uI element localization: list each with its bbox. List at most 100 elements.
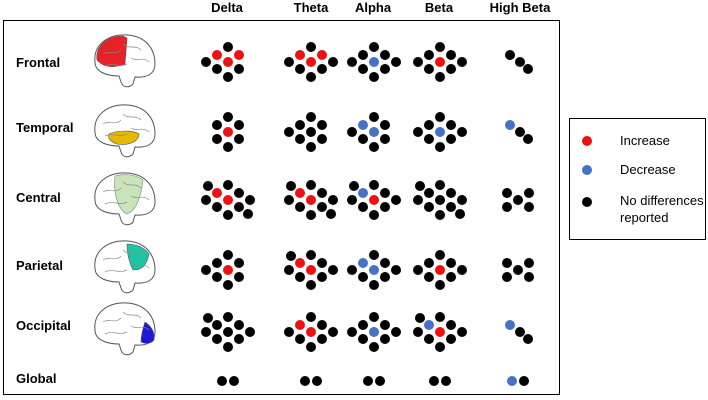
dot-none-frontal-beta: [424, 64, 434, 74]
brain-temporal-lobe-icon: [94, 104, 156, 158]
dot-none-occipital-alpha: [380, 334, 390, 344]
dot-increase-central-delta: [223, 195, 233, 205]
dot-none-central-beta: [415, 181, 425, 191]
legend-increase-swatch: [582, 136, 592, 146]
dot-none-central-delta: [245, 195, 255, 205]
dot-none-central-alpha: [349, 181, 359, 191]
dot-none-central-beta: [457, 195, 467, 205]
dot-none-temporal-delta: [223, 112, 233, 122]
dot-none-frontal-beta: [457, 57, 467, 67]
dot-none-parietal-beta: [435, 280, 445, 290]
dot-none-parietal-beta: [457, 265, 467, 275]
dot-none-occipital-theta: [284, 327, 294, 337]
dot-increase-frontal-delta: [223, 57, 233, 67]
row-label-frontal: Frontal: [16, 55, 61, 70]
column-header-beta: Beta: [424, 0, 454, 15]
dot-none-global-theta: [300, 376, 310, 386]
dot-none-occipital-beta: [435, 312, 445, 322]
dot-none-occipital-theta: [306, 312, 316, 322]
dot-none-central-alpha: [369, 210, 379, 220]
dot-none-occipital-alpha: [358, 334, 368, 344]
dot-none-occipital-theta: [317, 334, 327, 344]
dot-none-global-alpha: [375, 376, 385, 386]
dot-decrease-parietal-alpha: [369, 265, 379, 275]
dot-none-frontal-alpha: [369, 72, 379, 82]
dot-decrease-temporal-high-beta: [505, 120, 515, 130]
dot-none-frontal-alpha: [347, 57, 357, 67]
dot-none-central-alpha: [358, 202, 368, 212]
dot-none-occipital-delta: [234, 320, 244, 330]
dot-increase-frontal-theta: [295, 50, 305, 60]
dot-none-frontal-alpha: [391, 57, 401, 67]
dot-none-central-theta: [306, 210, 316, 220]
row-label-temporal: Temporal: [16, 120, 74, 135]
dot-none-central-alpha: [391, 195, 401, 205]
dot-none-parietal-alpha: [380, 272, 390, 282]
dot-none-temporal-delta: [212, 134, 222, 144]
dot-increase-temporal-delta: [223, 127, 233, 137]
dot-decrease-occipital-high-beta: [505, 320, 515, 330]
dot-none-global-delta: [229, 376, 239, 386]
legend-increase-label: Increase: [620, 133, 670, 148]
dot-none-occipital-beta: [446, 334, 456, 344]
dot-none-global-theta: [312, 376, 322, 386]
dot-none-central-beta: [446, 202, 456, 212]
dot-none-frontal-delta: [201, 57, 211, 67]
dot-none-occipital-delta: [203, 313, 213, 323]
dot-none-frontal-delta: [223, 42, 233, 52]
dot-none-occipital-delta: [223, 342, 233, 352]
dot-none-frontal-theta: [284, 57, 294, 67]
legend: Increase Decrease No differences reporte…: [569, 118, 706, 240]
dot-none-frontal-delta: [234, 64, 244, 74]
dot-none-central-theta: [317, 188, 327, 198]
legend-decrease-swatch: [582, 165, 592, 175]
dot-none-parietal-alpha: [380, 258, 390, 268]
dot-increase-frontal-beta: [435, 57, 445, 67]
dot-none-central-theta: [306, 180, 316, 190]
dot-none-parietal-theta: [306, 250, 316, 260]
dot-none-occipital-delta: [201, 327, 211, 337]
dot-none-central-delta: [212, 202, 222, 212]
dot-increase-parietal-delta: [223, 265, 233, 275]
dot-none-central-alpha: [380, 188, 390, 198]
dot-increase-parietal-theta: [295, 258, 305, 268]
dot-none-central-alpha: [380, 202, 390, 212]
dot-decrease-parietal-alpha: [358, 258, 368, 268]
dot-none-temporal-theta: [284, 127, 294, 137]
dot-none-frontal-beta: [446, 64, 456, 74]
dot-none-occipital-delta: [245, 327, 255, 337]
dot-none-temporal-high-beta: [515, 127, 525, 137]
dot-none-parietal-theta: [328, 265, 338, 275]
dot-none-temporal-alpha: [347, 127, 357, 137]
dot-none-parietal-alpha: [369, 280, 379, 290]
dot-none-temporal-beta: [435, 112, 445, 122]
dot-none-occipital-beta: [413, 327, 423, 337]
dot-none-central-high-beta: [524, 202, 534, 212]
dot-none-parietal-delta: [234, 272, 244, 282]
brain-central-region-icon: [94, 172, 156, 226]
dot-none-parietal-high-beta: [524, 258, 534, 268]
dot-increase-central-theta: [306, 195, 316, 205]
dot-none-parietal-beta: [446, 272, 456, 282]
dot-none-occipital-alpha: [369, 342, 379, 352]
dot-none-parietal-delta: [212, 258, 222, 268]
brain-parietal-lobe-icon: [94, 240, 156, 294]
dot-none-temporal-beta: [446, 134, 456, 144]
findings-panel: [3, 20, 560, 395]
dot-none-frontal-theta: [306, 72, 316, 82]
dot-none-frontal-delta: [223, 72, 233, 82]
dot-none-parietal-theta: [317, 272, 327, 282]
dot-none-frontal-high-beta: [523, 64, 533, 74]
dot-none-temporal-beta: [446, 120, 456, 130]
dot-decrease-global-high-beta: [507, 376, 517, 386]
dot-increase-frontal-theta: [306, 57, 316, 67]
dot-decrease-temporal-beta: [435, 127, 445, 137]
dot-none-temporal-beta: [457, 127, 467, 137]
dot-none-occipital-delta: [223, 312, 233, 322]
dot-none-occipital-alpha: [369, 312, 379, 322]
dot-none-frontal-alpha: [358, 64, 368, 74]
dot-none-parietal-theta: [295, 272, 305, 282]
dot-decrease-temporal-alpha: [369, 127, 379, 137]
